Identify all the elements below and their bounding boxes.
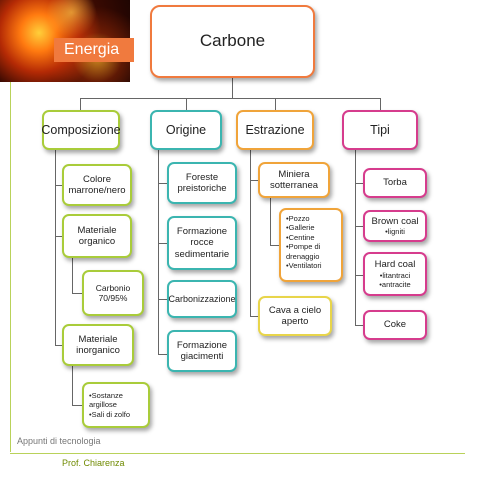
node-colore: Colore marrone/nero — [62, 164, 132, 206]
list-item: Sostanze argillose — [89, 391, 143, 410]
connector — [355, 150, 356, 326]
connector — [80, 98, 380, 99]
node-torba: Torba — [363, 168, 427, 198]
frame-line-vertical — [10, 82, 11, 452]
node-inorganico-list: Sostanze argillose Sali di zolfo — [82, 382, 150, 428]
brown-coal-label: Brown coal — [371, 215, 419, 227]
list-item: Pompe di drenaggio — [286, 242, 336, 261]
connector — [270, 245, 279, 246]
node-foreste: Foreste preistoriche — [167, 162, 237, 204]
list-item: Ventilatori — [286, 261, 336, 270]
node-coke: Coke — [363, 310, 427, 340]
connector — [158, 354, 167, 355]
connector — [275, 98, 276, 110]
list-item: Gallerie — [286, 223, 336, 232]
root-node-carbone: Carbone — [150, 5, 315, 78]
section-label: Energia — [54, 38, 134, 62]
node-composizione: Composizione — [41, 110, 121, 150]
node-brown-coal: Brown coal •ligniti — [363, 210, 427, 242]
node-miniera-sotterranea: Miniera sotterranea — [258, 162, 330, 198]
connector — [158, 183, 167, 184]
brown-coal-sub: •ligniti — [385, 227, 405, 237]
connector — [158, 243, 167, 244]
node-origine: Origine — [150, 110, 222, 150]
connector — [158, 299, 167, 300]
connector — [72, 293, 82, 294]
list-item: Sali di zolfo — [89, 410, 143, 419]
connector — [55, 345, 62, 346]
list-item: Pozzo — [286, 214, 336, 223]
connector — [186, 98, 187, 110]
node-formazione-giacimenti: Formazione giacimenti — [167, 330, 237, 372]
node-estrazione: Estrazione — [236, 110, 314, 150]
connector — [355, 275, 363, 276]
node-carbonio: Carbonio 70/95% — [82, 270, 144, 316]
hard-coal-label: Hard coal — [374, 259, 416, 271]
connector — [72, 405, 82, 406]
footer-author: Prof. Chiarenza — [62, 458, 125, 468]
connector — [232, 78, 233, 98]
node-materiale-organico: Materiale organico — [62, 214, 132, 258]
connector — [270, 197, 271, 245]
connector — [380, 98, 381, 110]
connector — [355, 226, 363, 227]
connector — [72, 258, 73, 293]
node-cava: Cava a cielo aperto — [258, 296, 332, 336]
connector — [355, 325, 363, 326]
connector — [250, 180, 258, 181]
node-miniera-list: Pozzo Gallerie Centine Pompe di drenaggi… — [279, 208, 343, 282]
frame-line-horizontal — [10, 453, 465, 454]
connector — [80, 98, 81, 110]
connector — [250, 150, 251, 317]
node-carbonizzazione: Carbonizzazione — [167, 280, 237, 318]
footer-subject: Appunti di tecnologia — [17, 436, 101, 446]
hard-coal-sub-1: •litantraci — [379, 270, 411, 280]
connector — [158, 150, 159, 355]
hard-coal-sub-2: •antracite — [379, 279, 411, 289]
connector — [72, 366, 73, 406]
node-materiale-inorganico: Materiale inorganico — [62, 324, 134, 366]
connector — [355, 183, 363, 184]
node-tipi: Tipi — [342, 110, 418, 150]
node-hard-coal: Hard coal •litantraci •antracite — [363, 252, 427, 296]
list-item: Centine — [286, 233, 336, 242]
connector — [55, 236, 62, 237]
connector — [250, 316, 258, 317]
node-formazione-rocce: Formazione rocce sedimentarie — [167, 216, 237, 270]
connector — [55, 185, 62, 186]
connector — [55, 150, 56, 345]
